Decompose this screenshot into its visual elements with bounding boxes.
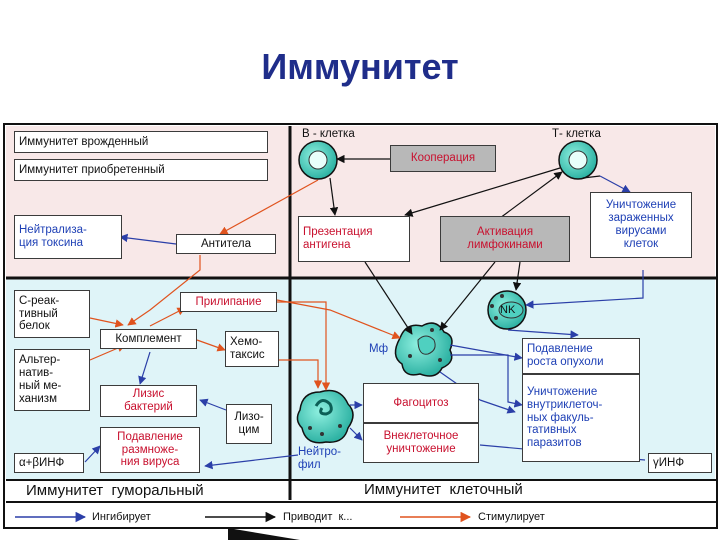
alternative-mechanism-label: Альтер- натив- ный ме- ханизм: [19, 354, 62, 405]
phagocytosis-box: Фагоцитоз: [363, 383, 479, 423]
innate-immunity-box: Иммунитет врожденный: [14, 131, 268, 153]
b-cell-icon: [298, 140, 338, 180]
legend-inhibits: Ингибирует: [92, 511, 151, 523]
extracellular-destruction-label: Внеклеточное уничтожение: [383, 430, 459, 455]
lymphokine-activation-box: Активация лимфокинами: [440, 216, 570, 262]
adhesion-box: Прилипание: [180, 292, 277, 312]
antigen-presentation-box: Презентация антигена: [298, 216, 410, 262]
neutrophil-label: Нейтро- фил: [298, 446, 342, 471]
bacteria-lysis-label: Лизис бактерий: [124, 388, 173, 413]
chemotaxis-box: Хемо- таксис: [225, 331, 279, 367]
lymphokine-activation-label: Активация лимфокинами: [467, 226, 543, 251]
interferon-g-label: γИНФ: [653, 456, 685, 469]
macrophage-label: Мф: [369, 343, 389, 355]
b-cell-label: В - клетка: [302, 128, 355, 140]
toxin-neutralization-label: Нейтрализа- ция токсина: [19, 224, 87, 249]
page-title: Иммунитет: [261, 46, 459, 87]
humoral-immunity-label: Иммунитет гуморальный: [26, 482, 204, 499]
antibodies-box: Антитела: [176, 234, 276, 254]
extracellular-destruction-box: Внеклеточное уничтожение: [363, 423, 479, 463]
t-cell-label: Т- клетка: [552, 128, 601, 140]
complement-label: Комплемент: [115, 332, 182, 345]
c-reactive-protein-box: С-реак- тивный белок: [14, 290, 90, 338]
antibodies-label: Антитела: [201, 237, 251, 250]
legend-leads-to: Приводит к...: [283, 511, 353, 523]
t-cell-icon: [558, 140, 598, 180]
antigen-presentation-label: Презентация антигена: [303, 226, 373, 251]
lysozyme-label: Лизо- цим: [234, 411, 264, 436]
cooperation-label: Кооперация: [410, 152, 476, 165]
adhesion-label: Прилипание: [195, 295, 262, 308]
chemotaxis-label: Хемо- таксис: [230, 336, 265, 361]
tumor-suppression-label: Подавление роста опухоли: [527, 343, 604, 368]
c-reactive-protein-label: С-реак- тивный белок: [19, 294, 60, 333]
infected-cells-box: Уничтожение зараженных вирусами клеток: [590, 192, 692, 258]
cooperation-box: Кооперация: [390, 145, 496, 172]
acquired-immunity-box: Иммунитет приобретенный: [14, 159, 268, 181]
interferon-ab-box: α+βИНФ: [14, 453, 84, 473]
phagocytosis-label: Фагоцитоз: [393, 396, 449, 409]
interferon-ab-label: α+βИНФ: [19, 456, 65, 469]
infected-cells-label: Уничтожение зараженных вирусами клеток: [605, 199, 677, 250]
complement-box: Комплемент: [100, 329, 197, 349]
alternative-mechanism-box: Альтер- натив- ный ме- ханизм: [14, 349, 90, 411]
acquired-immunity-label: Иммунитет приобретенный: [19, 163, 165, 176]
nk-cell-icon: [487, 290, 527, 330]
virus-suppression-box: Подавление размноже- ния вируса: [100, 427, 200, 473]
intracellular-parasites-label: Уничтожение внутриклеточ- ных факуль- та…: [527, 385, 603, 450]
cellular-immunity-label: Иммунитет клеточный: [364, 481, 523, 498]
bacteria-lysis-box: Лизис бактерий: [100, 385, 197, 417]
nk-label: NK: [500, 304, 516, 316]
innate-immunity-label: Иммунитет врожденный: [19, 135, 149, 148]
macrophage-icon: [394, 322, 453, 377]
lysozyme-box: Лизо- цим: [226, 404, 272, 444]
interferon-g-box: γИНФ: [648, 453, 712, 473]
tumor-suppression-box: Подавление роста опухоли: [522, 338, 640, 374]
legend-stimulates: Стимулирует: [478, 511, 545, 523]
virus-suppression-label: Подавление размноже- ния вируса: [117, 430, 183, 469]
toxin-neutralization-box: Нейтрализа- ция токсина: [14, 215, 122, 259]
neutrophil-icon: [296, 389, 354, 444]
intracellular-parasites-box: Уничтожение внутриклеточ- ных факуль- та…: [522, 374, 640, 462]
